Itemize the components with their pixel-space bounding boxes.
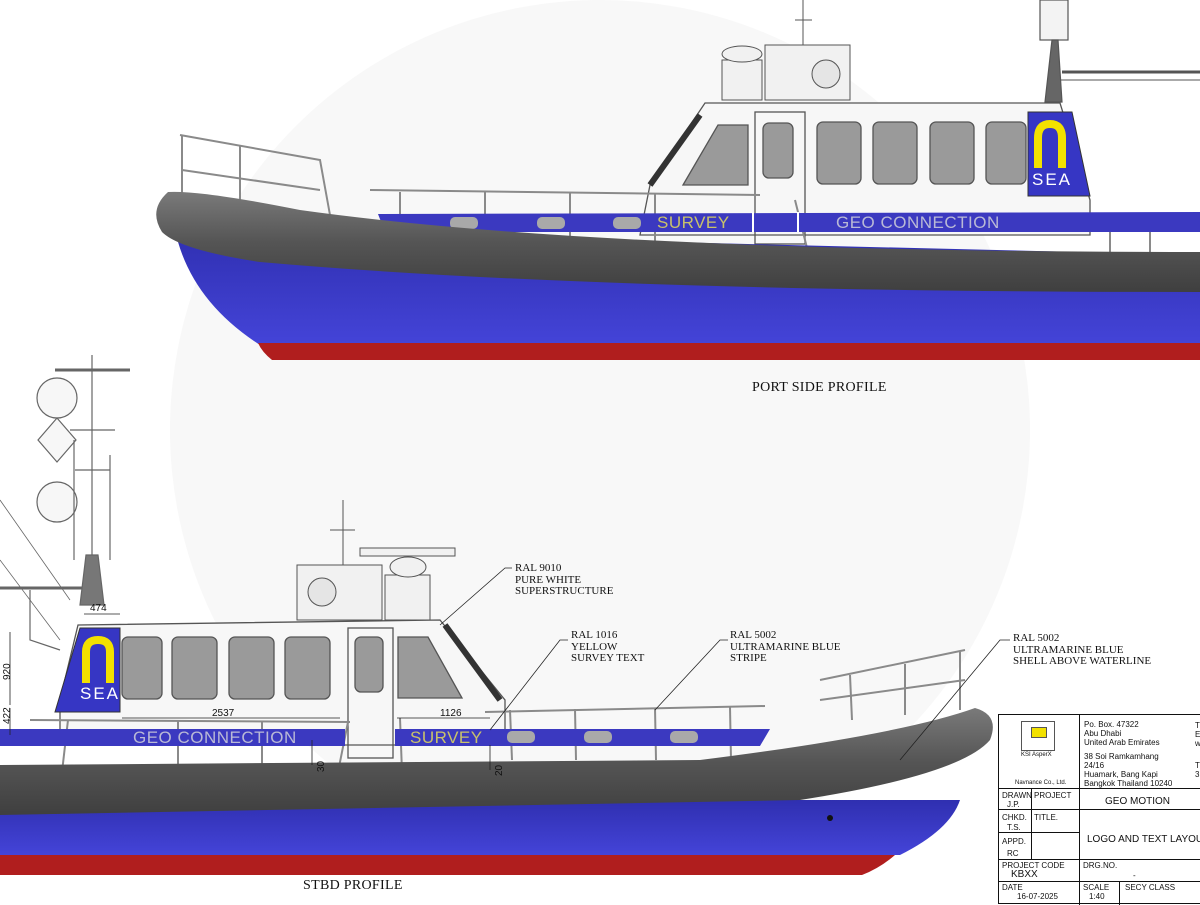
checked-value: T.S. xyxy=(1007,823,1021,832)
security-class-label: SECY CLASS xyxy=(1125,883,1176,892)
port-logo-block xyxy=(1027,111,1091,197)
callout-line: SUPERSTRUCTURE xyxy=(515,585,614,597)
logo-caption: KSI AsperX xyxy=(1021,752,1052,758)
callout-line: RAL 5002 xyxy=(730,629,777,641)
stbd-hull-shell xyxy=(0,800,960,855)
dimension-920: 920 xyxy=(2,663,13,680)
contact-line: w xyxy=(1195,739,1200,748)
checked-label: CHKD. xyxy=(1002,813,1027,822)
dimension-20: 20 xyxy=(494,764,505,776)
dimension-lines xyxy=(9,613,491,770)
callout-line: RAL 9010 xyxy=(515,562,562,574)
port-cabin xyxy=(639,102,1091,245)
address-line: Huamark, Bang Kapi xyxy=(1084,770,1158,779)
drawing-number-label: DRG.NO. xyxy=(1083,861,1118,870)
contact-line: E xyxy=(1195,730,1200,739)
address-line: Abu Dhabi xyxy=(1084,729,1122,738)
port-roof-equipment xyxy=(721,0,851,101)
port-side-profile-label: PORT SIDE PROFILE xyxy=(752,380,887,395)
stbd-geo-connection-text: GEO CONNECTION xyxy=(133,728,297,747)
callout-line: RAL 1016 xyxy=(571,629,618,641)
dimension-474: 474 xyxy=(90,603,107,614)
dimension-1126: 1126 xyxy=(440,708,462,719)
port-geo-connection-text: GEO CONNECTION xyxy=(836,213,1000,232)
company-name: Navnance Co., Ltd. xyxy=(1015,780,1067,786)
dimension-2537: 2537 xyxy=(212,708,235,719)
callout-line: ULTRAMARINE BLUE xyxy=(1013,643,1124,656)
stbd-antifouling xyxy=(0,855,895,875)
stbd-mast xyxy=(0,355,130,651)
callout-line: YELLOW xyxy=(571,640,618,653)
scale-label: SCALE xyxy=(1083,883,1110,892)
contact-line: 3 xyxy=(1195,770,1200,779)
port-antifouling xyxy=(258,343,1200,360)
title-value: LOGO AND TEXT LAYOU xyxy=(1087,834,1200,845)
title-label: TITLE. xyxy=(1034,813,1059,822)
address-line: Po. Box. 47322 xyxy=(1084,720,1139,729)
callout-ral-9010: RAL 9010 PURE WHITE SUPERSTRUCTURE xyxy=(515,562,614,598)
callout-ral-1016: RAL 1016 YELLOW SURVEY TEXT xyxy=(571,629,645,665)
callout-line: ULTRAMARINE BLUE xyxy=(730,640,841,653)
callout-line: RAL 5002 xyxy=(1013,632,1060,644)
drawn-label: DRAWN xyxy=(1002,791,1032,800)
port-side-boat xyxy=(156,0,1200,360)
drawn-value: J.P. xyxy=(1007,800,1020,809)
address-line: Bangkok Thailand 10240 xyxy=(1084,779,1173,788)
stbd-stripe xyxy=(0,729,345,746)
stbd-boat xyxy=(0,355,1010,875)
stbd-survey-text: SURVEY xyxy=(410,728,483,747)
project-value: GEO MOTION xyxy=(1105,796,1170,807)
stbd-profile-label: STBD PROFILE xyxy=(303,878,403,893)
callout-line: PURE WHITE xyxy=(515,573,582,586)
callout-line: STRIPE xyxy=(730,652,767,664)
callout-ral-5002-stripe: RAL 5002 ULTRAMARINE BLUE STRIPE xyxy=(730,629,841,665)
scale-value: 1:40 xyxy=(1089,892,1105,901)
approved-value: RC xyxy=(1007,849,1019,858)
drawing-number-value: - xyxy=(1133,871,1136,880)
callout-line: SHELL ABOVE WATERLINE xyxy=(1013,655,1152,667)
address-line: United Arab Emirates xyxy=(1084,738,1160,747)
stbd-fender xyxy=(0,708,993,815)
date-value: 16-07-2025 xyxy=(1017,892,1058,901)
stbd-logo-sea-text: SEA xyxy=(80,684,121,703)
callout-leaders xyxy=(439,567,1010,761)
address-line: 38 Soi Ramkamhang xyxy=(1084,752,1159,761)
date-label: DATE xyxy=(1002,883,1023,892)
project-code-value: KBXX xyxy=(1011,869,1038,880)
port-logo-sea-text: SEA xyxy=(1032,170,1073,189)
logo-mark-icon xyxy=(1031,727,1047,738)
contact-line: T xyxy=(1195,761,1200,770)
port-survey-text: SURVEY xyxy=(657,213,730,232)
callout-line: SURVEY TEXT xyxy=(571,652,645,664)
approved-label: APPD. xyxy=(1002,837,1027,846)
address-line: 24/16 xyxy=(1084,761,1105,770)
port-mast xyxy=(1039,0,1200,103)
dimension-422: 422 xyxy=(2,707,13,724)
contact-line: T xyxy=(1195,721,1200,730)
stbd-cabin xyxy=(59,619,506,759)
project-label: PROJECT xyxy=(1034,791,1072,800)
port-fender xyxy=(156,191,1200,292)
project-code-label: PROJECT CODE xyxy=(1002,861,1065,870)
callout-ral-5002-shell: RAL 5002 ULTRAMARINE BLUE SHELL ABOVE WA… xyxy=(1013,632,1152,668)
stbd-roof-equipment xyxy=(296,500,456,621)
company-logo xyxy=(1021,721,1055,751)
stbd-logo-block xyxy=(54,627,121,713)
title-block: KSI AsperX Po. Box. 47322 Abu Dhabi Unit… xyxy=(998,714,1200,905)
dimension-30: 30 xyxy=(316,760,327,772)
port-stripe xyxy=(378,212,1200,232)
